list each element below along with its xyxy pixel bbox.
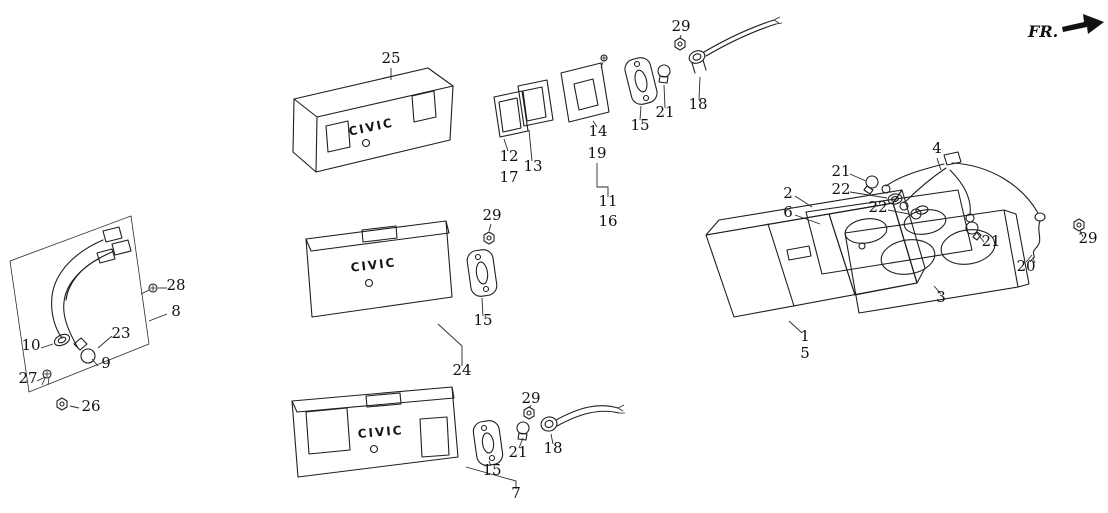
gasket-15-top	[624, 57, 658, 105]
fr-arrow-icon	[1062, 14, 1104, 34]
screw-28	[140, 283, 158, 295]
civic-badge-7: CIVIC	[357, 423, 404, 441]
part-label-20-35: 20	[1016, 257, 1035, 275]
part-label-14-5: 14	[588, 122, 607, 140]
socket-10	[53, 333, 71, 347]
lens-12-17	[493, 90, 529, 138]
bulb-21-right-a	[863, 175, 879, 195]
socket-18-top	[688, 16, 783, 74]
part-label-8-21: 8	[171, 302, 181, 320]
part-label-9-24: 9	[101, 354, 111, 372]
gasket-15-mid	[466, 249, 498, 297]
part-label-29-12: 29	[482, 206, 501, 224]
gasket-15-bottom	[472, 420, 504, 466]
nut-29-mid	[483, 231, 495, 245]
part-label-29-15: 29	[521, 389, 540, 407]
leader-lines	[36, 34, 1084, 489]
part-label-23-22: 23	[111, 324, 130, 342]
part-label-6-28: 6	[783, 203, 793, 221]
bulb-21-bottom	[516, 421, 530, 441]
part-label-12-2: 12	[499, 147, 518, 165]
part-label-7-19: 7	[511, 484, 521, 502]
part-label-21-33: 21	[981, 232, 1000, 250]
fr-indicator: FR.	[1027, 14, 1104, 41]
part-label-28-20: 28	[166, 276, 185, 294]
part-label-21-16: 21	[508, 443, 527, 461]
bulb-21-right-b	[965, 221, 982, 241]
part-label-15-13: 15	[473, 311, 492, 329]
taillight-lens-1-5	[705, 189, 926, 318]
nut-29-right	[1073, 218, 1085, 232]
socket-22-a	[887, 193, 903, 205]
lens-13	[517, 79, 554, 127]
civic-badge-25: CIVIC	[347, 115, 395, 138]
housing-3	[844, 209, 1030, 314]
harness-box-assembly	[9, 215, 158, 411]
garnish-panel-7: CIVIC	[291, 386, 459, 478]
bulb-9-23	[73, 337, 96, 364]
lens-emblem	[786, 245, 812, 261]
part-label-16-8: 16	[598, 212, 617, 230]
part-label-21-29: 21	[831, 162, 850, 180]
part-label-1-37: 1	[800, 327, 810, 345]
emblem-hole-24	[364, 278, 374, 288]
part-label-18-11: 18	[688, 95, 707, 113]
part-label-25-1: 25	[381, 49, 400, 67]
part-label-4-32: 4	[932, 139, 942, 157]
nut-29-top	[674, 37, 686, 51]
part-label-5-38: 5	[800, 344, 810, 362]
nut-26	[56, 397, 68, 411]
part-label-26-26: 26	[81, 397, 100, 415]
part-label-22-30: 22	[831, 180, 850, 198]
harness-4	[881, 151, 1046, 223]
part-label-15-9: 15	[630, 116, 649, 134]
cord-20	[1029, 220, 1041, 264]
part-label-17-4: 17	[499, 168, 518, 186]
garnish-panel-24: CIVIC	[305, 220, 453, 318]
bracket-14-19	[560, 54, 610, 123]
part-label-19-6: 19	[587, 144, 606, 162]
mesh-lens-right	[419, 416, 450, 458]
part-label-15-18: 15	[482, 461, 501, 479]
part-label-11-7: 11	[598, 192, 617, 210]
emblem-hole-25	[361, 138, 371, 148]
bulb-21-top	[657, 64, 671, 84]
nut-29-bottom	[523, 406, 535, 420]
part-label-29-0: 29	[671, 17, 690, 35]
socket-22-b	[910, 205, 929, 220]
part-label-10-23: 10	[21, 336, 40, 354]
screw-27	[41, 369, 52, 386]
civic-badge-24: CIVIC	[350, 255, 397, 274]
fr-label: FR.	[1027, 22, 1058, 41]
part-label-18-17: 18	[543, 439, 562, 457]
part-label-24-14: 24	[452, 361, 471, 379]
mesh-lens-left	[305, 407, 351, 455]
socket-18-bottom	[540, 404, 625, 432]
part-label-13-3: 13	[523, 157, 542, 175]
garnish-panel-25: CIVIC	[292, 67, 454, 173]
part-label-2-27: 2	[783, 184, 793, 202]
part-label-22-31: 22	[868, 198, 887, 216]
emblem-hole-7	[369, 444, 379, 454]
part-label-27-25: 27	[18, 369, 37, 387]
part-label-29-34: 29	[1078, 229, 1097, 247]
part-label-3-36: 3	[936, 288, 946, 306]
harness-box-outline	[9, 215, 150, 393]
part-label-21-10: 21	[655, 103, 674, 121]
